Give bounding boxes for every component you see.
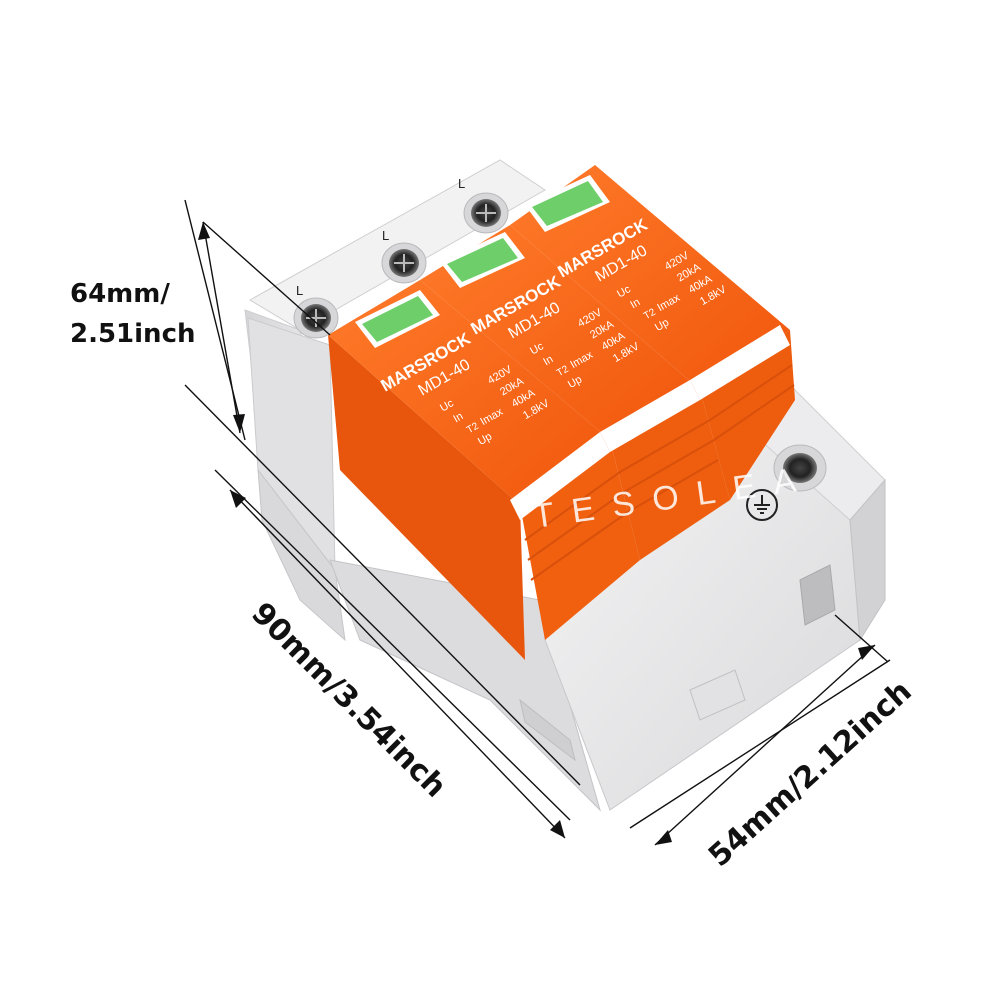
terminal-label: L <box>458 176 465 191</box>
indicator-window-2 <box>440 232 525 288</box>
dimension-lines <box>184 199 891 846</box>
type-mark: T2 <box>642 307 658 323</box>
terminal-label: L <box>382 228 389 243</box>
terminal-row: L L L <box>293 176 509 339</box>
ground-terminal <box>746 444 827 521</box>
indicator-window-3 <box>525 175 610 232</box>
terminal-3: L <box>458 176 509 234</box>
terminal-2: L <box>381 228 427 284</box>
terminal-label: L <box>296 283 303 298</box>
indicator-windows <box>355 175 610 348</box>
type-mark: T2 <box>465 421 481 437</box>
indicator-window-1 <box>355 290 440 348</box>
height-dimension-line1: 64mm/ <box>70 279 170 309</box>
terminal-1: L <box>293 283 339 339</box>
ground-icon <box>746 489 778 521</box>
height-dimension-line2: 2.51inch <box>70 319 196 349</box>
type-mark: T2 <box>555 364 571 380</box>
module-group <box>328 165 795 660</box>
